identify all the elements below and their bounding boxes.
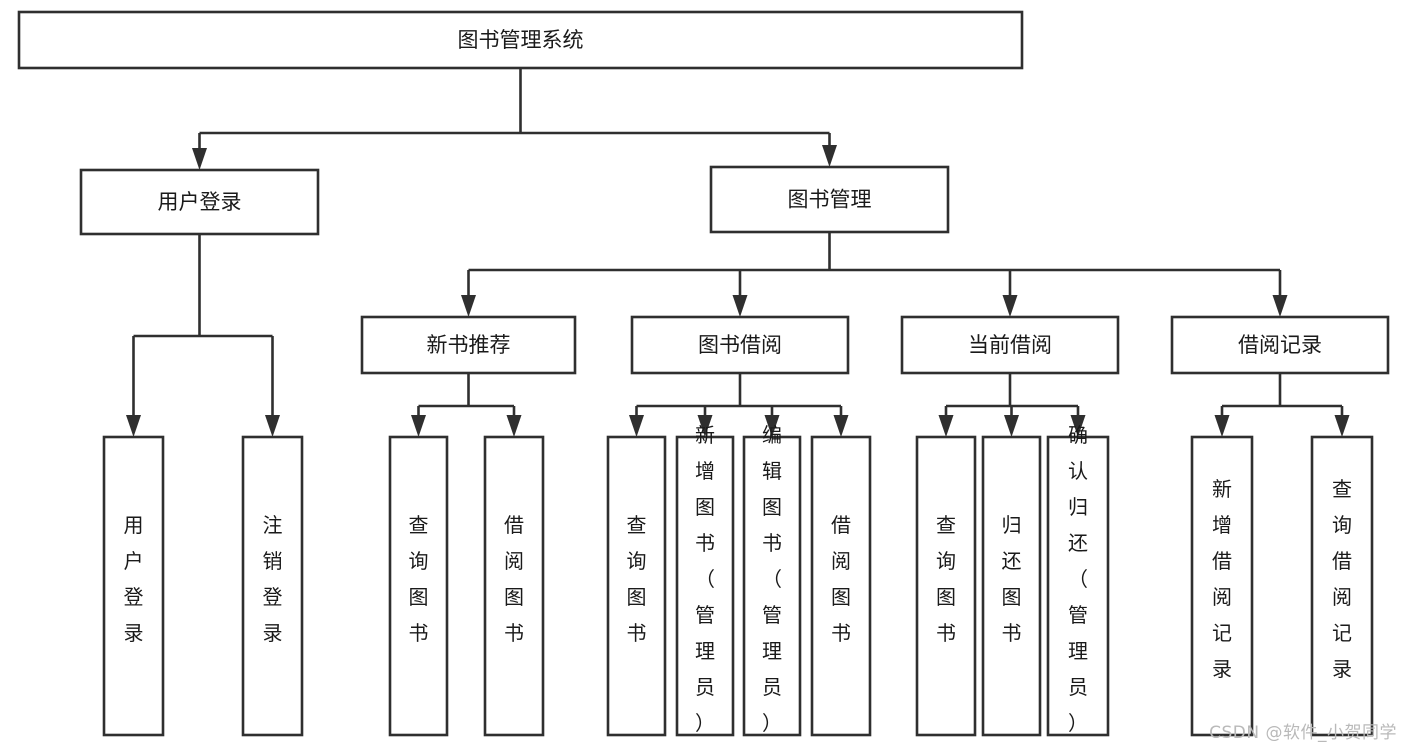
node-box[interactable]	[1310, 435, 1374, 737]
node-box[interactable]	[810, 435, 872, 737]
node-leaf-add-record[interactable]: 新增借阅记录	[1190, 435, 1254, 737]
arrowhead-icon	[822, 145, 837, 167]
node-label: 查询图书	[627, 513, 647, 645]
node-label: 新书推荐	[427, 333, 511, 357]
node-root[interactable]: 图书管理系统	[17, 10, 1024, 70]
node-box[interactable]	[630, 315, 850, 375]
arrowhead-icon	[1272, 295, 1288, 317]
connector-group-new-book-rec	[411, 373, 522, 437]
node-label: 图书管理	[788, 188, 872, 212]
node-new-book-rec[interactable]: 新书推荐	[360, 315, 577, 375]
connector-group-current-borrow	[938, 373, 1086, 437]
node-leaf-return-book[interactable]: 归还图书	[981, 435, 1042, 737]
node-label: 编辑图书（管理员）	[762, 423, 782, 735]
node-box[interactable]	[900, 315, 1120, 375]
node-box[interactable]	[483, 435, 545, 737]
connector-group-user-login	[126, 234, 280, 437]
arrowhead-icon	[732, 295, 748, 317]
node-current-borrow[interactable]: 当前借阅	[900, 315, 1120, 375]
node-label: 用户登录	[158, 190, 242, 214]
node-label: 查询借阅记录	[1332, 477, 1352, 681]
arrowhead-icon	[764, 415, 780, 437]
node-label: 借阅图书	[504, 513, 524, 645]
node-leaf-query-record[interactable]: 查询借阅记录	[1310, 435, 1374, 737]
node-leaf-query-book-3[interactable]: 查询图书	[915, 435, 977, 737]
node-box[interactable]	[675, 435, 735, 737]
node-box[interactable]	[742, 435, 802, 737]
node-leaf-add-book[interactable]: 新增图书（管理员）	[675, 423, 735, 737]
node-box[interactable]	[709, 165, 950, 234]
arrowhead-icon	[1334, 415, 1350, 437]
arrowhead-icon	[1214, 415, 1230, 437]
node-book-manage[interactable]: 图书管理	[709, 165, 950, 234]
node-box[interactable]	[1046, 435, 1110, 737]
node-label: 新增借阅记录	[1212, 477, 1232, 681]
arrowhead-icon	[506, 415, 522, 437]
node-label: 归还图书	[1002, 513, 1022, 645]
arrowhead-icon	[697, 415, 713, 437]
connector-layer	[126, 68, 1350, 437]
node-box[interactable]	[1190, 435, 1254, 737]
watermark-label: CSDN @软件_小贺同学	[1209, 723, 1397, 743]
node-layer: 图书管理系统用户登录图书管理新书推荐图书借阅当前借阅借阅记录用户登录注销登录查询…	[17, 10, 1390, 737]
node-label: 借阅图书	[831, 513, 851, 645]
node-leaf-edit-book[interactable]: 编辑图书（管理员）	[742, 423, 802, 737]
node-borrow-record[interactable]: 借阅记录	[1170, 315, 1390, 375]
node-box[interactable]	[981, 435, 1042, 737]
node-label: 注销登录	[263, 513, 283, 645]
node-box[interactable]	[17, 10, 1024, 70]
node-box[interactable]	[79, 168, 320, 236]
arrowhead-icon	[265, 415, 280, 437]
node-leaf-user-login[interactable]: 用户登录	[102, 435, 165, 737]
node-box[interactable]	[1170, 315, 1390, 375]
node-user-login[interactable]: 用户登录	[79, 168, 320, 236]
node-box[interactable]	[388, 435, 449, 737]
node-leaf-query-book-1[interactable]: 查询图书	[388, 435, 449, 737]
arrowhead-icon	[629, 415, 644, 437]
node-leaf-borrow-book-1[interactable]: 借阅图书	[483, 435, 545, 737]
connector-group-root	[192, 68, 837, 170]
node-label: 查询图书	[936, 513, 956, 645]
node-label: 图书管理系统	[458, 28, 584, 52]
arrowhead-icon	[1070, 415, 1086, 437]
node-box[interactable]	[241, 435, 304, 737]
node-leaf-query-book-2[interactable]: 查询图书	[606, 435, 667, 737]
node-label: 用户登录	[124, 513, 144, 645]
node-box[interactable]	[606, 435, 667, 737]
node-book-borrow[interactable]: 图书借阅	[630, 315, 850, 375]
arrowhead-icon	[192, 148, 207, 170]
node-box[interactable]	[102, 435, 165, 737]
node-box[interactable]	[360, 315, 577, 375]
node-leaf-borrow-book-2[interactable]: 借阅图书	[810, 435, 872, 737]
node-label: 借阅记录	[1238, 333, 1322, 357]
node-label: 图书借阅	[698, 333, 782, 357]
arrowhead-icon	[461, 295, 476, 317]
arrowhead-icon	[126, 415, 141, 437]
arrowhead-icon	[1004, 415, 1019, 437]
node-label: 确认归还（管理员）	[1068, 423, 1088, 735]
connector-group-book-manage	[461, 232, 1288, 317]
arrowhead-icon	[1002, 295, 1018, 317]
node-leaf-confirm-return[interactable]: 确认归还（管理员）	[1046, 423, 1110, 737]
node-label: 新增图书（管理员）	[695, 423, 715, 735]
node-label: 查询图书	[409, 513, 429, 645]
connector-group-borrow-record	[1214, 373, 1350, 437]
node-box[interactable]	[915, 435, 977, 737]
arrowhead-icon	[411, 415, 426, 437]
node-leaf-logout[interactable]: 注销登录	[241, 435, 304, 737]
node-label: 当前借阅	[968, 333, 1052, 357]
arrowhead-icon	[833, 415, 849, 437]
arrowhead-icon	[938, 415, 954, 437]
connector-group-book-borrow	[629, 373, 849, 437]
